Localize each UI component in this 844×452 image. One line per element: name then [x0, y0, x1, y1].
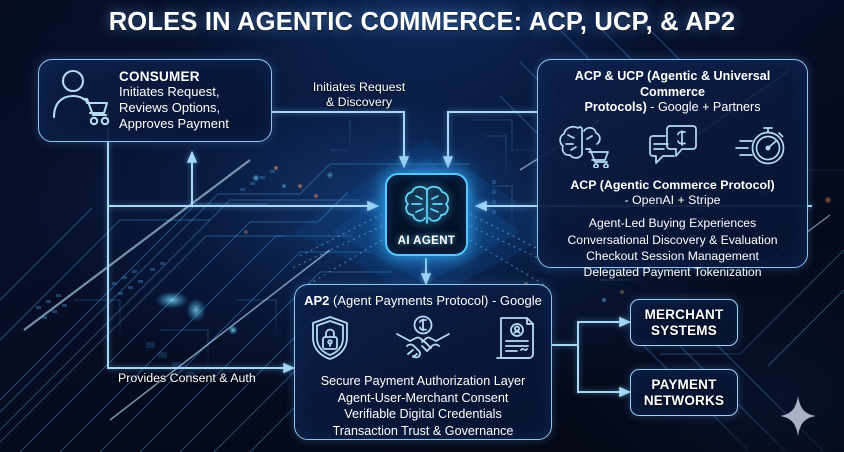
payment-networks-line-2: NETWORKS: [643, 392, 725, 408]
ap2-bullet-list: Secure Payment Authorization Layer Agent…: [303, 373, 543, 439]
page-title: ROLES IN AGENTIC COMMERCE: ACP, UCP, & A…: [108, 8, 736, 36]
merchant-systems-line-1: MERCHANT: [644, 306, 724, 322]
list-item: Transaction Trust & Governance: [332, 423, 514, 438]
consumer-line-3: Approves Payment: [119, 115, 229, 131]
connector-label-consent-line1: Provides Consent & Auth: [118, 371, 256, 385]
acp-ucp-panel[interactable]: ACP & UCP (Agentic & Universal Commerce …: [537, 59, 808, 279]
consumer-line-1: Initiates Request,: [119, 84, 220, 100]
list-item: Checkout Session Management: [586, 248, 759, 263]
list-item: Verifiable Digital Credentials: [344, 407, 502, 422]
list-item: Delegated Payment Tokenization: [583, 265, 762, 280]
ap2-title-reg: (Agent Payments Protocol) - Google: [329, 293, 542, 308]
merchant-systems-line-2: SYSTEMS: [651, 322, 717, 338]
connector-label-initiates: Initiates Request & Discovery: [289, 80, 429, 110]
acp-ucp-title-line2: Protocols): [584, 100, 647, 115]
list-item: Agent-Led Buying Experiences: [588, 216, 757, 231]
link-consumer-to-agent: [272, 111, 410, 169]
ai-agent-node[interactable]: AI AGENT: [385, 173, 468, 256]
payment-networks-line-1: PAYMENT: [651, 376, 717, 392]
certificate-document-icon: [495, 314, 537, 367]
link-consumer-consent-to-ap2: [107, 112, 296, 374]
merchant-systems-node[interactable]: MERCHANT SYSTEMS: [630, 299, 738, 346]
acp-subtitle-bold: ACP (Agentic Commerce Protocol): [570, 178, 775, 193]
list-item: Agent-User-Merchant Consent: [337, 390, 509, 405]
ai-agent-label: AI AGENT: [397, 234, 456, 247]
list-item: Secure Payment Authorization Layer: [320, 374, 526, 388]
four-point-star-icon: [778, 394, 818, 443]
acp-ucp-bullet-list: Agent-Led Buying Experiences Conversatio…: [547, 215, 798, 280]
person-with-cart-icon: [49, 67, 113, 134]
list-item: Conversational Discovery & Evaluation: [567, 232, 778, 247]
connector-label-initiates-line1: Initiates Request: [312, 80, 406, 94]
brain-cart-icon: [558, 122, 612, 173]
link-acp-to-agent: [442, 111, 537, 169]
acp-ucp-icon-row: [547, 122, 798, 173]
acp-ucp-title-line1: ACP & UCP (Agentic & Universal Commerce: [574, 69, 771, 99]
connector-label-initiates-line2: & Discovery: [325, 95, 393, 110]
shield-lock-icon: [309, 314, 351, 367]
acp-ucp-title: ACP & UCP (Agentic & Universal Commerce …: [547, 69, 798, 116]
acp-ucp-title-line2-partners: - Google + Partners: [646, 100, 761, 115]
acp-subtitle-reg: - OpenAI + Stripe: [624, 193, 721, 208]
stopwatch-icon: [734, 122, 788, 173]
consumer-panel[interactable]: CONSUMER Initiates Request, Reviews Opti…: [38, 59, 272, 142]
consumer-line-2: Reviews Options,: [119, 100, 221, 116]
ap2-icon-row: [303, 314, 543, 367]
link-ap2-to-merchant: [552, 316, 632, 346]
brain-icon: [401, 183, 453, 234]
acp-subtitle: ACP (Agentic Commerce Protocol) - OpenAI…: [547, 178, 798, 208]
consumer-heading: CONSUMER: [119, 69, 200, 85]
connector-label-consent: Provides Consent & Auth: [118, 371, 318, 386]
handshake-dollar-icon: [395, 314, 451, 367]
ap2-title-bold: AP2: [304, 293, 330, 308]
payment-networks-node[interactable]: PAYMENT NETWORKS: [630, 369, 738, 416]
chat-bubbles-dollar-icon: [648, 122, 698, 173]
ap2-title: AP2 (Agent Payments Protocol) - Google: [303, 293, 543, 308]
ap2-panel[interactable]: AP2 (Agent Payments Protocol) - Google: [294, 284, 552, 440]
link-ap2-to-payment: [552, 344, 632, 398]
